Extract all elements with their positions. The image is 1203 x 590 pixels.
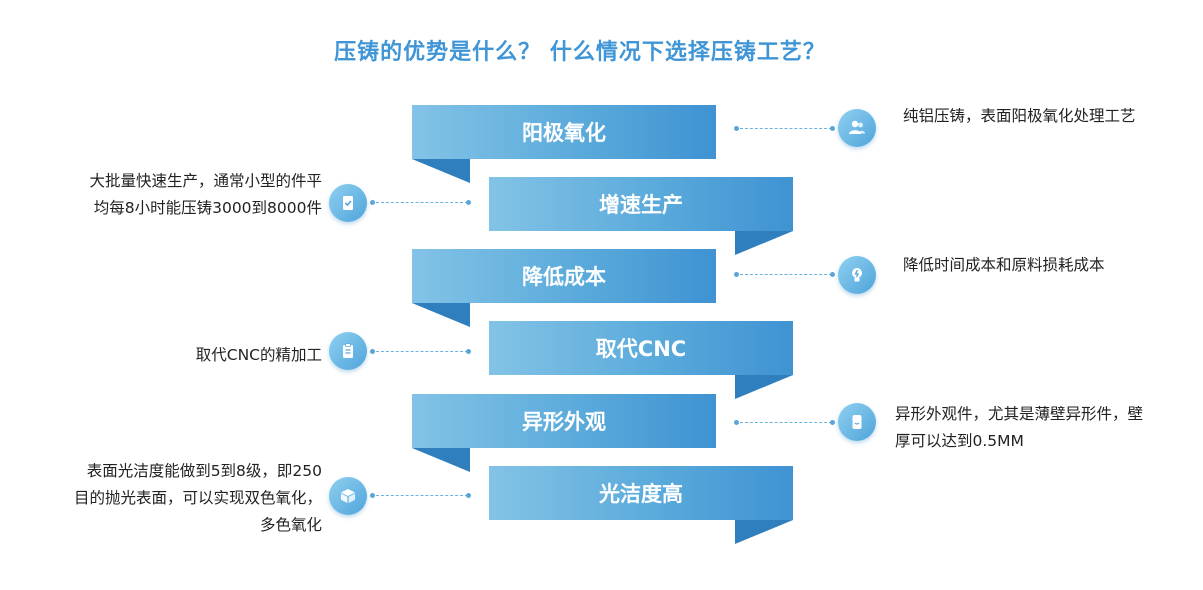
connector-dot	[370, 493, 375, 498]
connector-line	[376, 351, 468, 352]
step-description: 纯铝压铸，表面阳极氧化处理工艺	[903, 107, 1136, 125]
page-title: 压铸的优势是什么？ 什么情况下选择压铸工艺？	[334, 40, 826, 65]
step-banner-cost-reduction: 降低成本	[412, 249, 716, 303]
step-label: 降低成本	[522, 265, 606, 289]
step-description: 大批量快速生产，通常小型的件平均每8小时能压铸3000到8000件	[89, 172, 322, 217]
step-label: 取代CNC	[595, 337, 687, 361]
banner-fold	[412, 303, 470, 327]
connector-line	[740, 422, 832, 423]
step-banner-fast-production: 增速生产	[489, 177, 793, 231]
banner-fold	[735, 375, 793, 399]
connector-dot	[734, 126, 739, 131]
step-description: 降低时间成本和原料损耗成本	[903, 256, 1105, 274]
connector-line	[740, 274, 832, 275]
connector-dot	[830, 420, 835, 425]
step-label: 异形外观	[522, 410, 606, 434]
step-label: 光洁度高	[599, 482, 683, 506]
users-icon	[838, 109, 876, 147]
connector-dot	[370, 349, 375, 354]
step-banner-high-finish: 光洁度高	[489, 466, 793, 520]
step-banner-special-shape: 异形外观	[412, 394, 716, 448]
step-banner-replace-cnc: 取代CNC	[489, 321, 793, 375]
connector-dot	[830, 126, 835, 131]
connector-dot	[734, 420, 739, 425]
connector-dot	[466, 349, 471, 354]
connector-dot	[734, 272, 739, 277]
clipboard-icon	[329, 332, 367, 370]
banner-fold	[412, 448, 470, 472]
smartphone-icon	[838, 403, 876, 441]
connector-dot	[466, 493, 471, 498]
connector-dot	[370, 200, 375, 205]
connector-dot	[830, 272, 835, 277]
step-description: 表面光洁度能做到5到8级，即250目的抛光表面，可以实现双色氧化，多色氧化	[74, 462, 323, 534]
step-label: 增速生产	[599, 193, 683, 217]
step-description: 异形外观件，尤其是薄壁异形件，壁厚可以达到0.5MM	[895, 405, 1144, 450]
step-description: 取代CNC的精加工	[195, 346, 322, 364]
connector-line	[740, 128, 832, 129]
step-label: 阳极氧化	[522, 121, 606, 145]
lightbulb-icon	[838, 256, 876, 294]
banner-fold	[735, 520, 793, 544]
step-banner-anodizing: 阳极氧化	[412, 105, 716, 159]
connector-dot	[466, 200, 471, 205]
banner-fold	[735, 231, 793, 255]
connector-line	[376, 495, 468, 496]
banner-fold	[412, 159, 470, 183]
connector-line	[376, 202, 468, 203]
box-icon	[329, 477, 367, 515]
checklist-icon	[329, 184, 367, 222]
